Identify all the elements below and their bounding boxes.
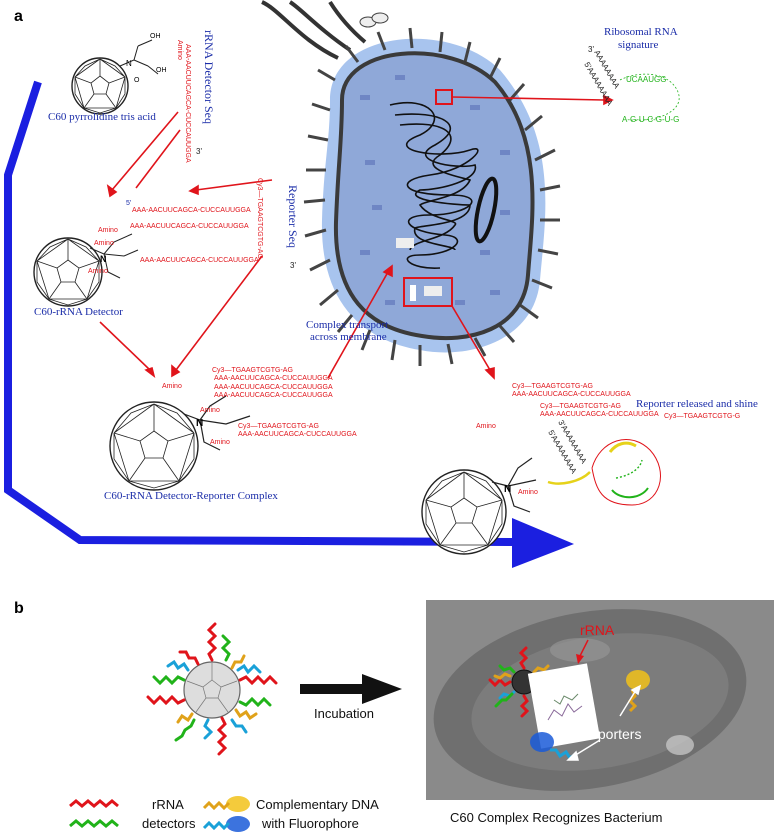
reporter-pointers <box>566 684 642 761</box>
legend-rrna: rRNA <box>152 797 184 812</box>
rrna-loop-bottom: A-G-U-C-G-U-G <box>622 115 679 124</box>
complex-reporter-1: Cy3—TGAAGTCGTG-AG <box>212 367 293 374</box>
complex-highlight-box <box>403 277 453 307</box>
five-prime-1: 5' <box>126 200 131 207</box>
complex-detector-4: AAA-AACUUCAGCA-CUCCAUUGGA <box>238 431 357 438</box>
label-complex-transport: Complex transport <box>306 319 389 331</box>
released-reporter-1: Cy3—TGAAGTCGTG-AG <box>512 383 593 390</box>
reporter-seq-vertical: Cy3—TGAAGTCGTG-AG 3' <box>256 178 296 270</box>
label-incubation: Incubation <box>314 706 374 721</box>
label-across-membrane: across membrane <box>310 331 387 343</box>
c60-buckyball-acid: N OH OH O <box>71 33 167 115</box>
released-detector-1: AAA-AACUUCAGCA-CUCCAUUGGA <box>512 391 631 398</box>
complex-amino-2: Amino <box>200 407 220 414</box>
complex-detector-1: AAA-AACUUCAGCA-CUCCAUUGGA <box>214 375 333 382</box>
reporter-glow-yellow <box>626 670 650 690</box>
c60-complex-schematic <box>146 622 278 756</box>
svg-text:OH: OH <box>156 67 167 74</box>
complex-reporter-2: Cy3—TGAAGTCGTG-AG <box>238 423 319 430</box>
incubation-arrow-shaft <box>300 684 366 694</box>
complex-detector-3: AAA-AACUUCAGCA-CUCCAUUGGA <box>214 392 333 399</box>
legend-with-fluorophore: with Fluorophore <box>262 816 359 831</box>
c60-buckyball-complex: N <box>109 395 251 491</box>
legend-detectors: detectors <box>142 816 196 831</box>
released-hairpin: 3'AAAAAAAA 5'AAAAAAAA <box>546 419 661 506</box>
rrna-inset-box <box>527 663 601 749</box>
amino-2: Amino <box>94 240 114 247</box>
svg-text:N: N <box>504 484 511 495</box>
process-flow-arrow <box>3 80 516 546</box>
three-prime-vertical: 3' <box>196 147 202 156</box>
label-signature: signature <box>618 39 659 51</box>
amino-3: Amino <box>88 268 108 275</box>
panel-a-diagram: N OH OH O N N <box>3 0 740 568</box>
rrna-loop-top: UCAAUGG <box>626 75 666 84</box>
label-ribosomal-rna: Ribosomal RNA <box>604 26 678 38</box>
svg-text:OH: OH <box>150 33 161 40</box>
released-reporter-free: Cy3—TGAAGTCGTG-G <box>664 413 740 420</box>
flagellum <box>261 0 339 60</box>
panel-b-diagram <box>69 600 774 832</box>
label-reporter-seq: Reporter Seq <box>286 185 300 248</box>
c60-buckyball-detector: N <box>33 233 139 307</box>
label-c60-pyrrolidine: C60 pyrrolidine tris acid <box>48 111 156 123</box>
complex-amino-3: Amino <box>210 439 230 446</box>
detector-seq-vertical: Amino AAA-AACUUCAGCA-CUCCAUUGGA 3' <box>176 40 202 163</box>
released-amino-1: Amino <box>476 423 496 430</box>
complex-amino-1: Amino <box>162 383 182 390</box>
label-reporter-released: Reporter released and shine <box>636 398 758 410</box>
flagellum <box>288 0 352 52</box>
red-arrows <box>99 94 614 380</box>
legend-yellow-strand <box>202 800 231 811</box>
svg-text:N: N <box>196 418 203 429</box>
legend-complementary-dna: Complementary DNA <box>256 797 379 812</box>
panel-b-letter: b <box>14 600 24 617</box>
detector-seq-1: AAA-AACUUCAGCA-CUCCAUUGGA <box>132 207 251 214</box>
released-reporter-2: Cy3—TGAAGTCGTG-AG <box>540 403 621 410</box>
svg-text:O: O <box>134 77 140 84</box>
svg-text:N: N <box>100 254 107 264</box>
label-rrna-detector-seq: rRNA Detector Seq <box>202 30 216 124</box>
bacterium-cell-wall <box>333 51 535 341</box>
rrna-hairpin-signature: 3' AAAAAAAA 5'AAAAAAAA UCAAUGG A-G-U-C-G… <box>582 45 680 124</box>
released-amino-2: Amino <box>518 489 538 496</box>
label-reporters: Reporters <box>580 726 642 742</box>
legend-blue-strand <box>202 820 231 831</box>
amino-1: Amino <box>98 227 118 234</box>
svg-text:N: N <box>126 59 132 68</box>
caption-c60-complex: C60 Complex Recognizes Bacterium <box>450 810 663 825</box>
label-c60-rrna-detector: C60-rRNA Detector <box>34 306 123 318</box>
label-rrna-tag: rRNA <box>580 622 615 638</box>
reporter-glow-blue <box>530 732 554 752</box>
detector-seq-3: AAA-AACUUCAGCA-CUCCAUUGGA <box>140 257 259 264</box>
incubation-arrow-head <box>362 674 402 704</box>
seq-3prime: 3' <box>588 45 594 54</box>
plasmid <box>473 176 499 244</box>
legend-red-strand <box>69 799 119 808</box>
detector-strands: AAA-AACUUCAGCA-CUCCAUUGGA AAA-AACUUCAGCA… <box>88 200 259 275</box>
complex-strands: Cy3—TGAAGTCGTG-AG AAA-AACUUCAGCA-CUCCAUU… <box>162 367 357 446</box>
ribosomes <box>360 75 510 305</box>
amino-vertical: Amino <box>176 40 183 60</box>
released-detector-2: AAA-AACUUCAGCA-CUCCAUUGGA <box>540 411 659 418</box>
legend-green-strand <box>69 819 119 828</box>
released-strands: Cy3—TGAAGTCGTG-AG AAA-AACUUCAGCA-CUCCAUU… <box>476 383 740 496</box>
pili <box>303 27 561 366</box>
three-prime-reporter: 3' <box>290 261 296 270</box>
process-flow-arrowhead <box>512 518 574 568</box>
panel-a-letter: a <box>14 8 23 25</box>
flagellum <box>328 0 367 44</box>
c60-buckyball-released: N <box>421 457 537 555</box>
reporter-seq-vertical-text: Cy3—TGAAGTCGTG-AG <box>256 178 263 259</box>
detector-seq-vertical-text: AAA-AACUUCAGCA-CUCCAUUGGA <box>184 44 191 163</box>
rrna-pointer <box>579 639 589 657</box>
label-c60-complex: C60-rRNA Detector-Reporter Complex <box>104 490 278 502</box>
nucleoid-dna <box>389 101 479 269</box>
detector-seq-2: AAA-AACUUCAGCA-CUCCAUUGGA <box>130 223 249 230</box>
complex-detector-2: AAA-AACUUCAGCA-CUCCAUUGGA <box>214 384 333 391</box>
